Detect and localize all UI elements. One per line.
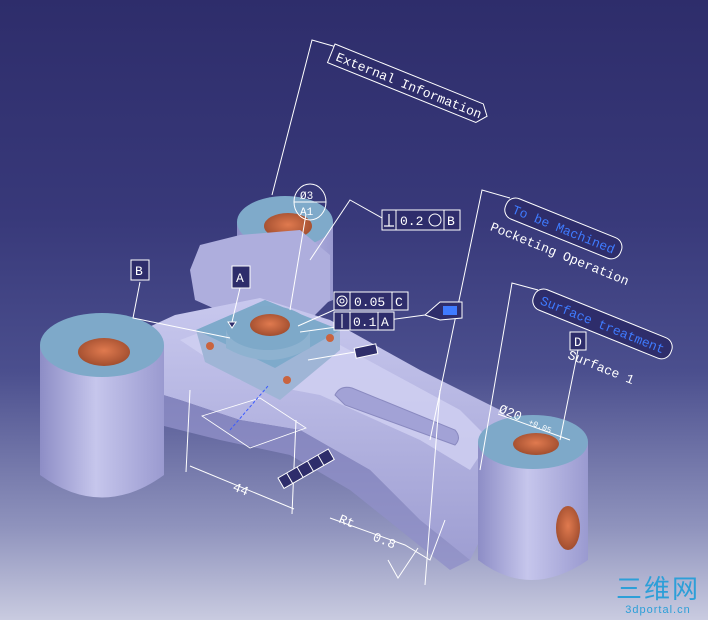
part-model[interactable] bbox=[40, 196, 588, 580]
datum-a-text: A bbox=[236, 271, 244, 286]
roughness-label: Rt bbox=[337, 512, 357, 532]
datum-d-box[interactable]: D bbox=[569, 331, 587, 351]
perp-tolerance-value: 0.2 bbox=[400, 214, 423, 229]
surface-treatment-text: Surface treatment bbox=[538, 294, 667, 358]
position-value: 0.1 bbox=[353, 315, 377, 330]
flange-tag[interactable] bbox=[353, 343, 379, 359]
note-balloon[interactable] bbox=[424, 301, 463, 321]
hole-callout[interactable]: Ø3 A1 bbox=[293, 183, 327, 221]
bottom-fcf[interactable] bbox=[277, 448, 335, 490]
hole-callout-bottom: A1 bbox=[300, 207, 314, 219]
upper-bracket[interactable] bbox=[190, 230, 330, 325]
surface-1-label: Surface 1 bbox=[566, 348, 637, 388]
dimension-44: 44 bbox=[231, 480, 251, 500]
position-fcf[interactable]: 0.1 A bbox=[333, 311, 395, 331]
position-datum: A bbox=[381, 315, 389, 330]
external-information-text: External Information bbox=[333, 50, 483, 122]
annotation-to-be-machined[interactable]: To be Machined Pocketing Operation bbox=[488, 193, 642, 289]
concentricity-fcf[interactable]: 0.05 C bbox=[333, 291, 409, 311]
annotation-external-information[interactable]: External Information bbox=[326, 43, 491, 125]
pocket-slot[interactable] bbox=[334, 386, 459, 446]
concentricity-icon bbox=[336, 295, 348, 307]
boss-left[interactable] bbox=[40, 313, 164, 498]
boss-right[interactable] bbox=[478, 415, 588, 580]
perpendicularity-icon bbox=[384, 214, 394, 227]
annotation-leaders bbox=[132, 39, 579, 586]
watermark-url: 3dportal.cn bbox=[625, 604, 691, 616]
note-icon bbox=[443, 306, 457, 315]
concentricity-value: 0.05 bbox=[354, 295, 385, 310]
roughness-value: 0.8 bbox=[371, 530, 398, 553]
datum-b-text: B bbox=[135, 264, 143, 279]
perpendicularity-fcf[interactable]: 0.2 B bbox=[381, 209, 461, 231]
site-watermark: 三维网 3dportal.cn bbox=[616, 576, 700, 616]
concentricity-datum: C bbox=[395, 295, 403, 310]
datum-b-box[interactable]: B bbox=[130, 259, 150, 281]
annotation-surface-treatment[interactable]: Surface treatment bbox=[530, 286, 675, 362]
watermark-logo: 三维网 bbox=[615, 575, 700, 605]
datum-d-text: D bbox=[574, 335, 582, 350]
hole-callout-top: Ø3 bbox=[300, 191, 313, 203]
datum-a-box[interactable]: A bbox=[227, 265, 251, 329]
perp-datum: B bbox=[447, 214, 455, 229]
mmc-icon bbox=[428, 213, 442, 227]
